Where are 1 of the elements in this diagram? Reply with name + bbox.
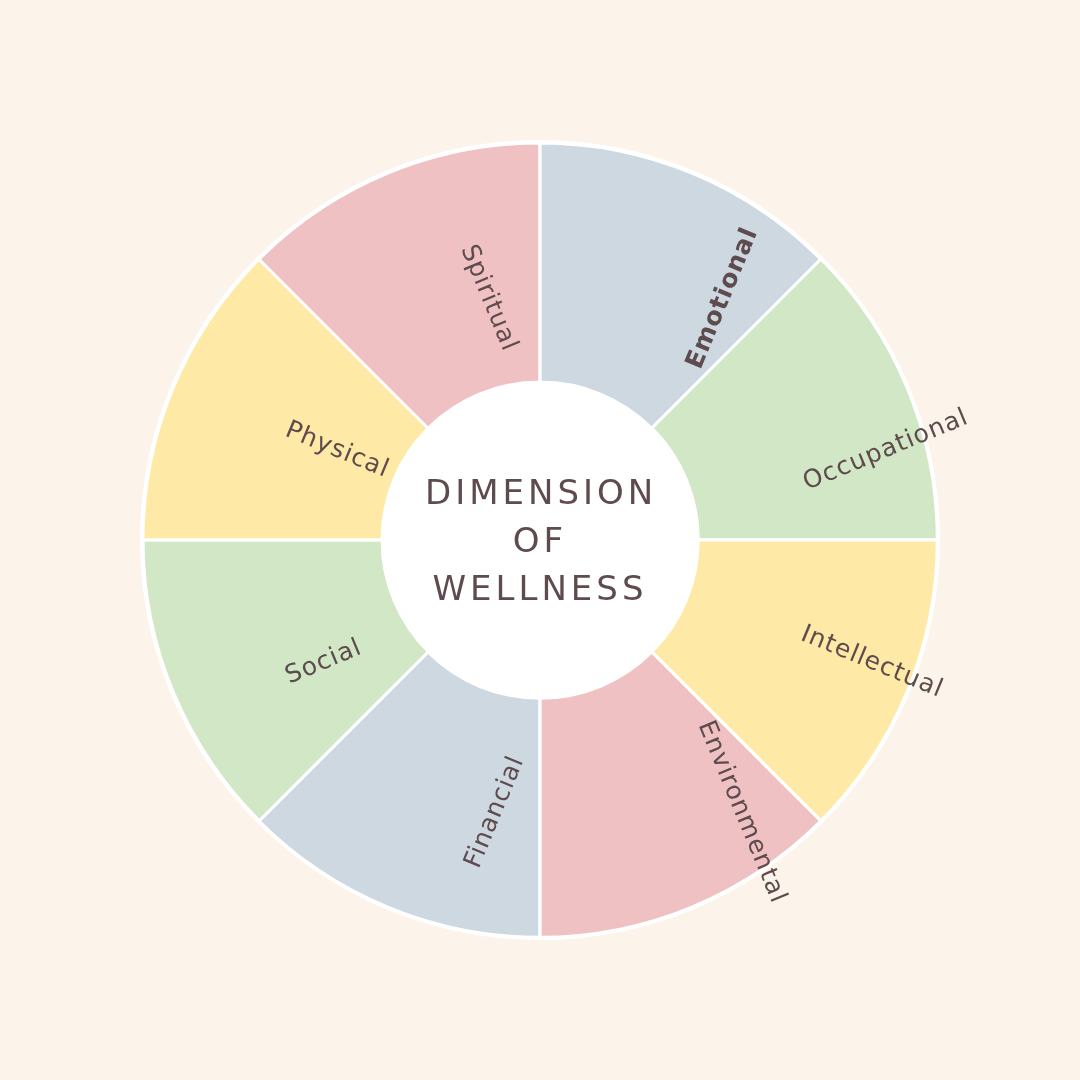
center-title: DIMENSION OF WELLNESS bbox=[425, 471, 655, 610]
